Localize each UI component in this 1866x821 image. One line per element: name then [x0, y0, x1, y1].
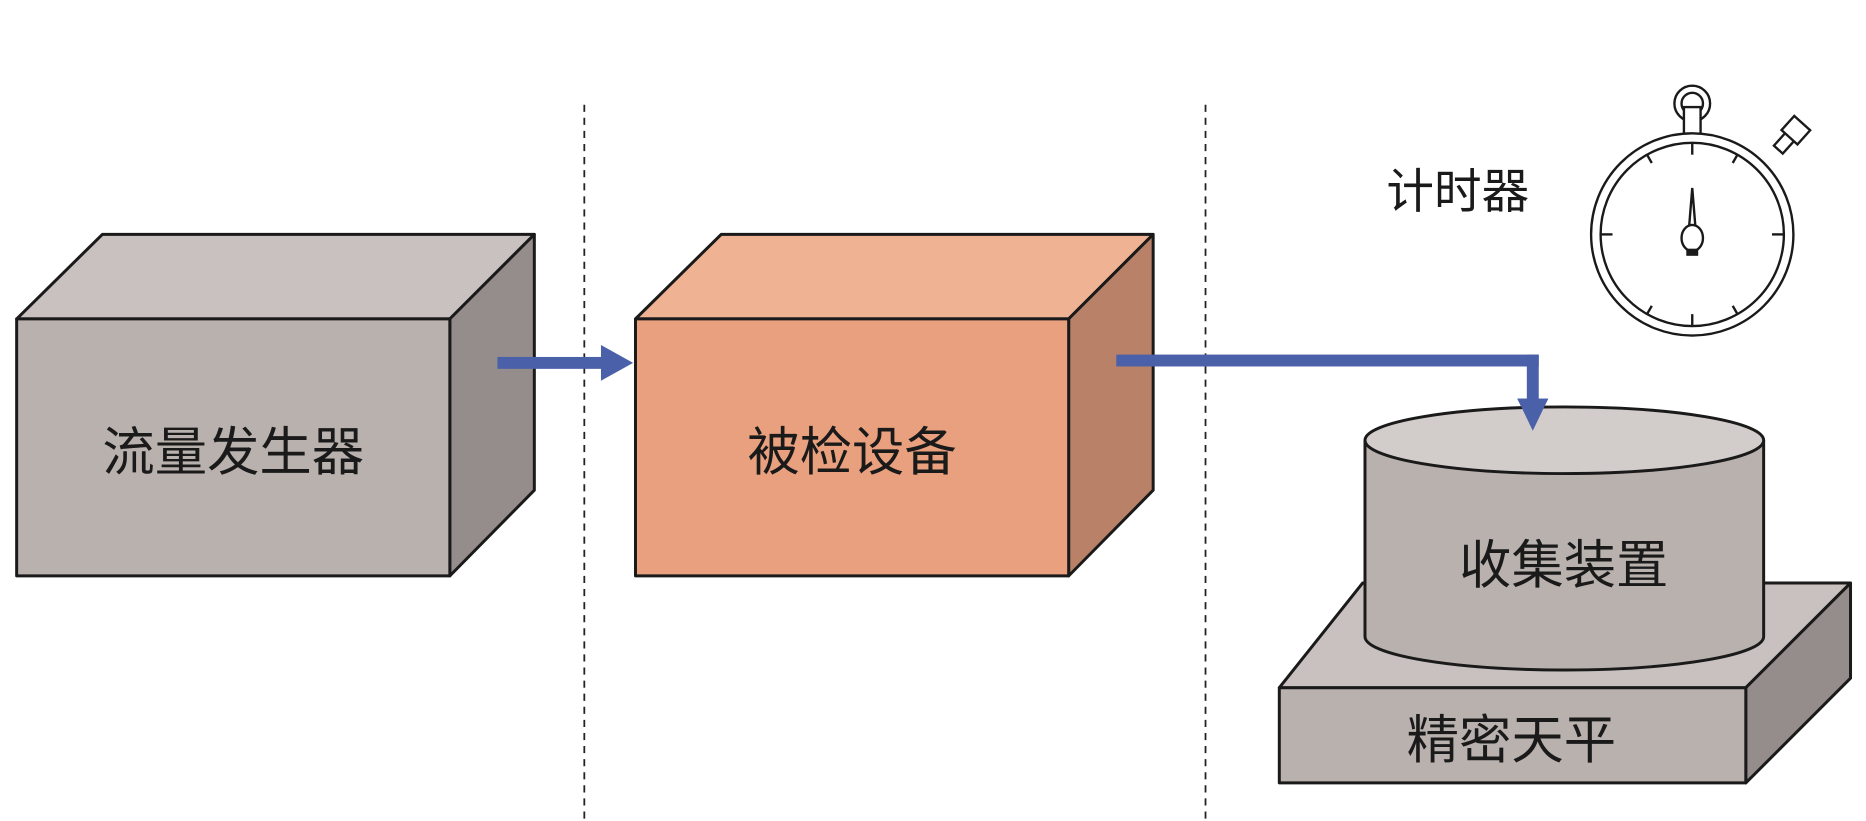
balance-label: 精密天平	[1407, 710, 1616, 771]
flow-generator-box	[15, 232, 536, 578]
device-under-test-label: 被检设备	[747, 422, 956, 483]
stopwatch-icon	[1589, 84, 1812, 337]
collector-label: 收集装置	[1459, 535, 1668, 596]
collector-cylinder	[1363, 405, 1766, 672]
device-under-test-box	[633, 232, 1155, 578]
flow-generator-label: 流量发生器	[102, 422, 364, 483]
arrow-1	[497, 345, 634, 381]
timer-label: 计时器	[1386, 165, 1529, 220]
